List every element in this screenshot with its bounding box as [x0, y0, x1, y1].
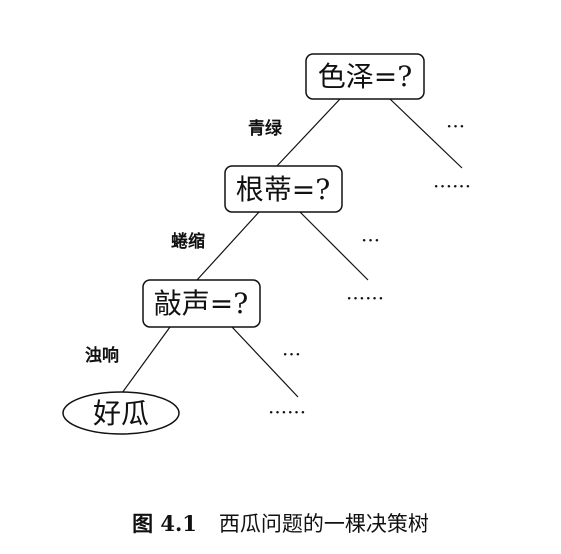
ellipsis-level3-long: ······: [268, 400, 306, 424]
figure-caption-label: 图 4.1: [132, 511, 197, 536]
node-leaf: 好瓜: [62, 391, 180, 435]
edge-label-level2-left: 蜷缩: [171, 231, 205, 252]
ellipsis-level3-short: ···: [282, 342, 301, 366]
edge-label-level3-left: 浊响: [85, 345, 119, 366]
node-level3-label: 敲声=?: [154, 287, 248, 320]
node-level2: 根蒂=?: [224, 165, 343, 213]
edge-level2-to-right: [299, 211, 369, 281]
node-leaf-ellipse: [62, 391, 180, 435]
edge-label-root-left: 青绿: [248, 118, 283, 139]
ellipsis-root-long: ······: [433, 174, 471, 198]
edge-level3-to-leaf: [121, 326, 171, 394]
edge-root-to-level2: [275, 98, 341, 168]
ellipsis-level2-long: ······: [346, 286, 384, 310]
node-level3-box: [142, 279, 261, 328]
node-level3: 敲声=?: [142, 279, 261, 328]
edge-level2-to-level3: [196, 211, 260, 281]
ellipsis-root-short: ···: [446, 114, 465, 138]
node-root-box: [305, 53, 425, 100]
node-level2-box: [224, 165, 343, 213]
node-root-label: 色泽=?: [318, 60, 412, 93]
edge-level3-to-right: [231, 326, 299, 398]
figure-caption-text: 西瓜问题的一棵决策树: [218, 512, 429, 536]
figure-caption: 图 4.1 西瓜问题的一棵决策树: [0, 508, 561, 538]
node-root: 色泽=?: [305, 53, 425, 100]
node-leaf-label: 好瓜: [93, 397, 149, 430]
edge-root-to-right: [389, 98, 463, 169]
node-level2-label: 根蒂=?: [236, 173, 330, 206]
tree-edges: [121, 98, 463, 398]
ellipsis-level2-short: ···: [361, 228, 380, 252]
